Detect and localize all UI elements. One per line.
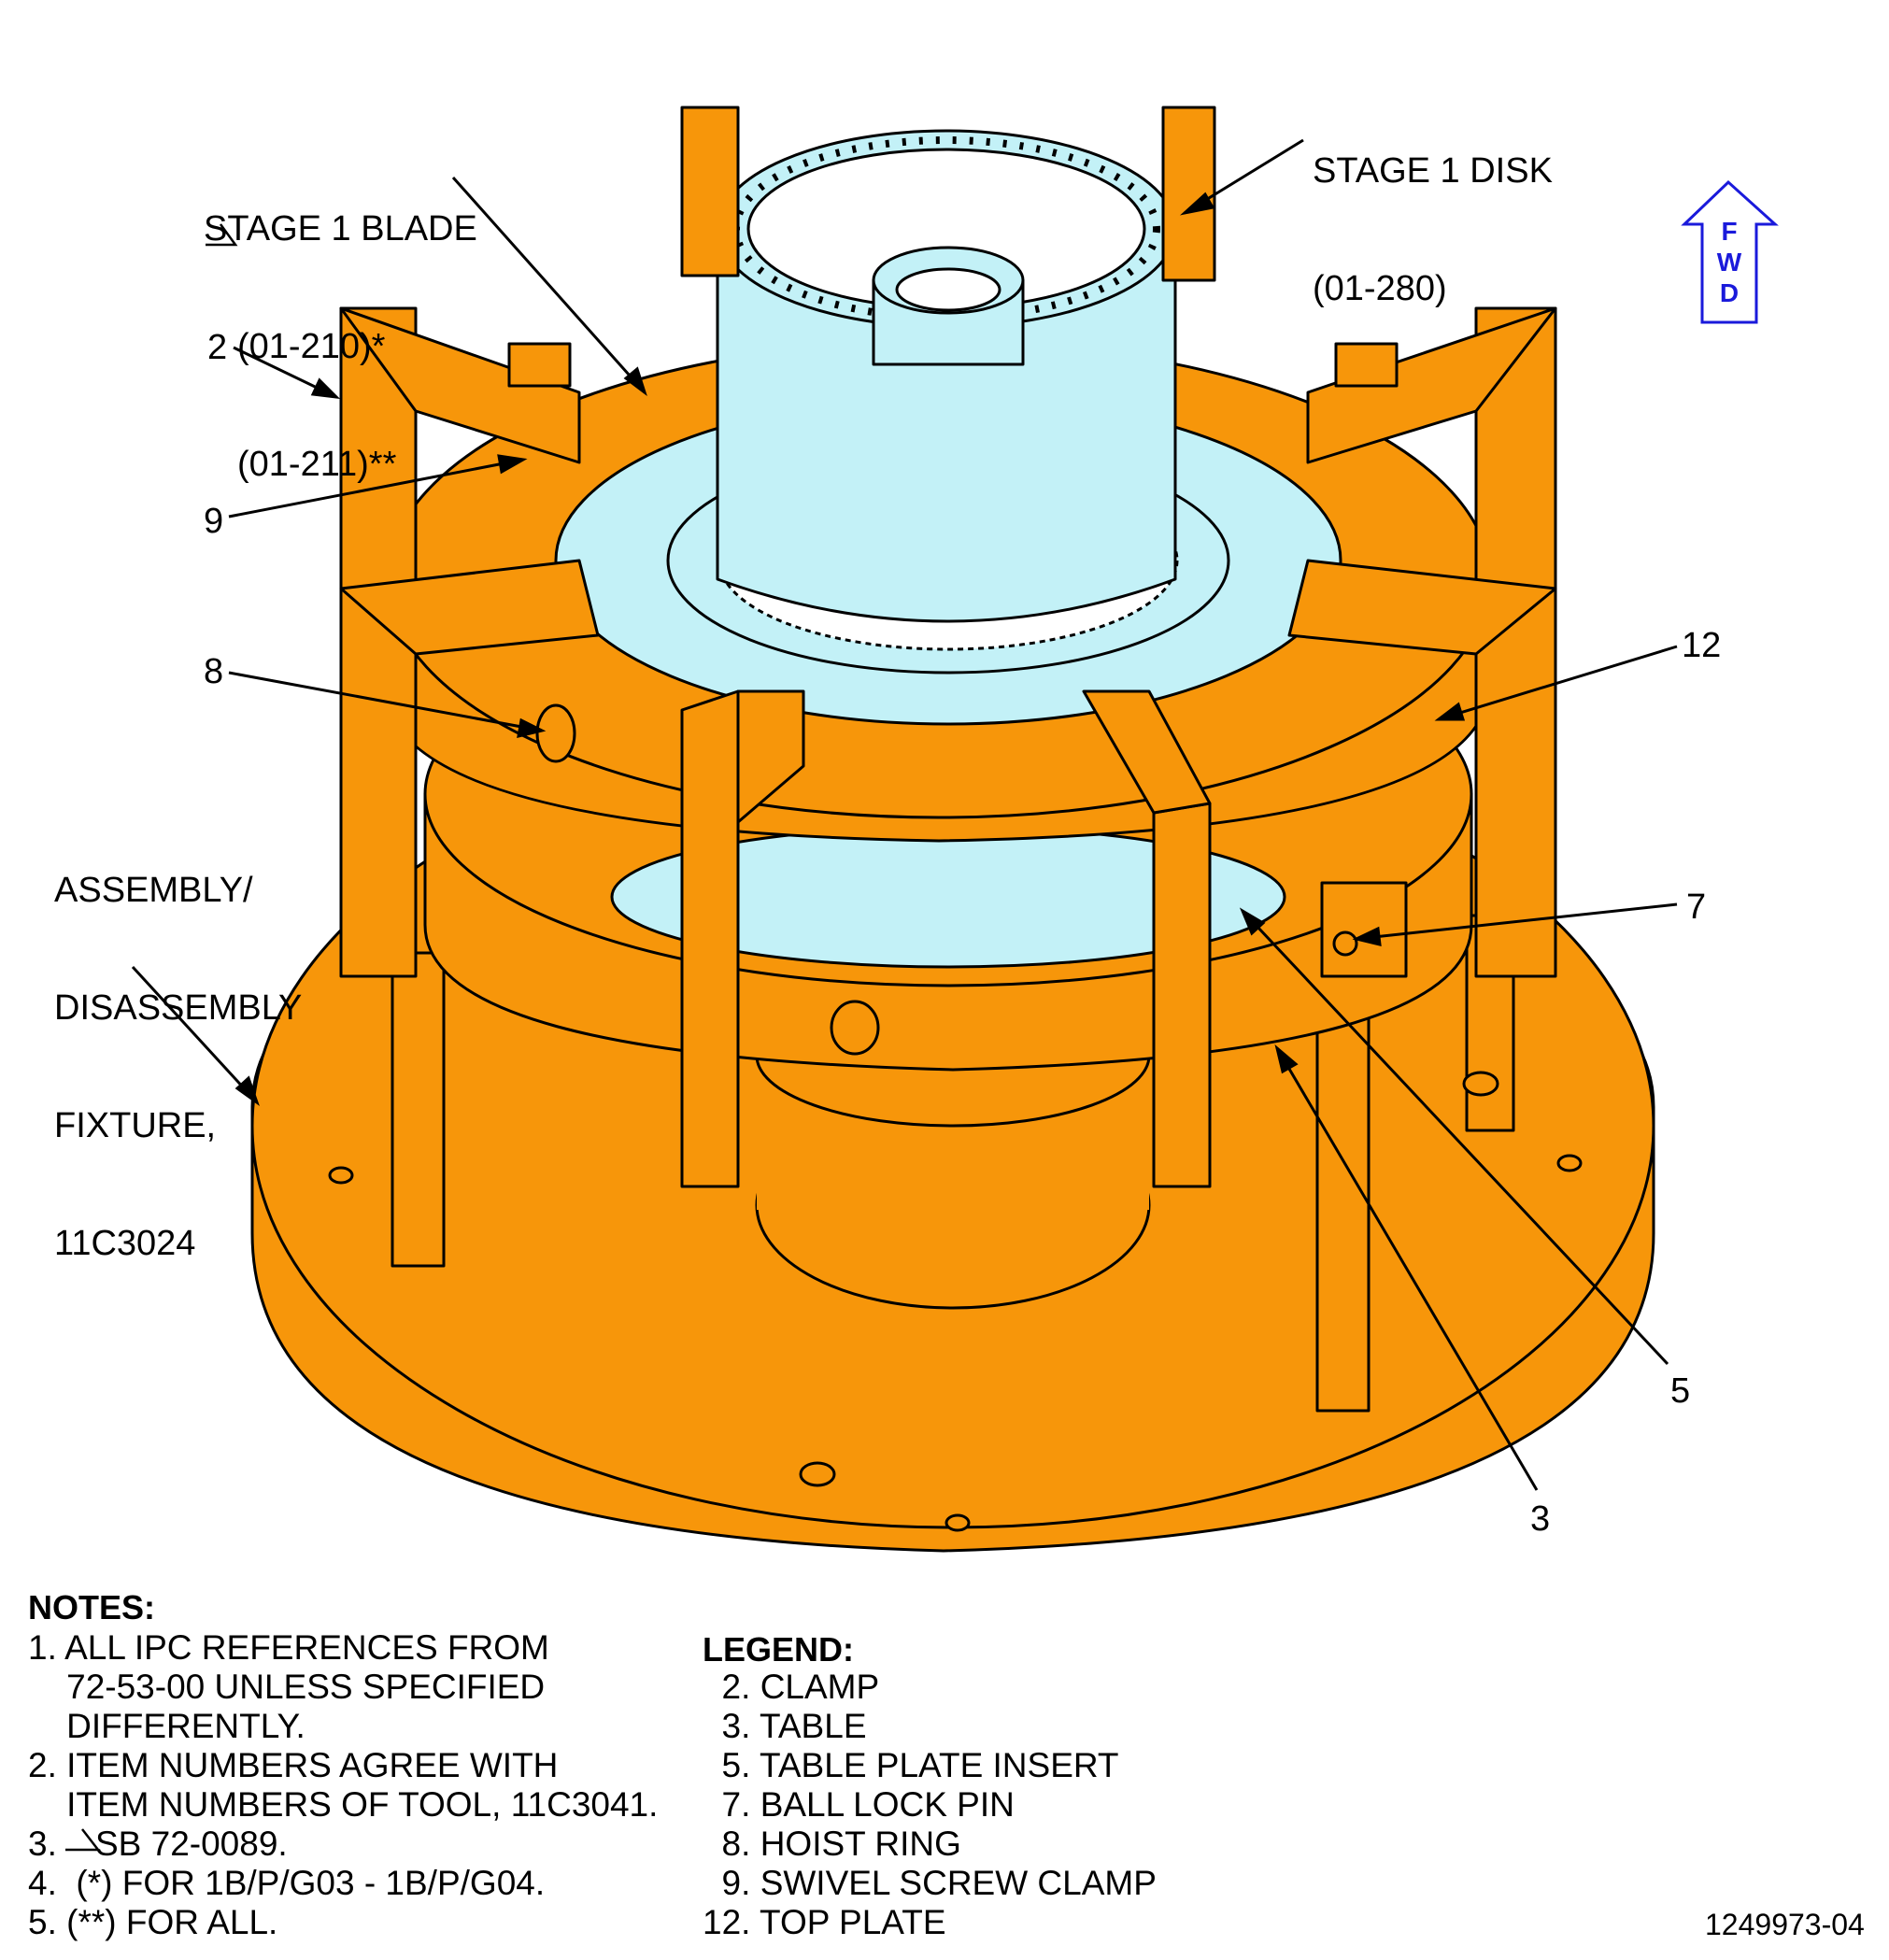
note-line: DIFFERENTLY. — [28, 1707, 305, 1745]
legend-line: 9. SWIVEL SCREW CLAMP — [703, 1864, 1157, 1902]
notes-heading: NOTES: — [28, 1588, 156, 1626]
callout-stage1-blade-ref2: (01-211)** — [237, 445, 397, 484]
clamp-left-rear — [339, 306, 418, 978]
callout-fixture-line3: FIXTURE, — [54, 1106, 217, 1145]
clamp-front-left — [680, 689, 740, 1188]
callout-item-8: 8 — [204, 652, 224, 691]
figure-number: 1249973-04 — [1705, 1908, 1865, 1941]
callout-item-2: 2 — [207, 328, 228, 367]
fwd-letter-w: W — [1716, 248, 1742, 277]
revision-mark-blade — [206, 223, 238, 247]
callout-stage1-blade-ref1: (01-210)* — [237, 327, 386, 366]
legend-line: 3. TABLE — [703, 1707, 867, 1745]
legend-line: 8. HOIST RING — [703, 1825, 961, 1863]
fwd-arrow — [1681, 179, 1779, 324]
clamp-front-right — [1152, 802, 1212, 1188]
note-line: 5. (**) FOR ALL. — [28, 1903, 278, 1941]
callout-fixture: ASSEMBLY/ DISASSEMBLY FIXTURE, 11C3024 — [54, 792, 302, 1302]
legend-line: 7. BALL LOCK PIN — [703, 1785, 1015, 1824]
note-line: ITEM NUMBERS OF TOOL, 11C3041. — [28, 1785, 659, 1824]
fwd-letter-d: D — [1719, 278, 1740, 307]
callout-item-7: 7 — [1686, 888, 1707, 927]
callout-stage1-blade: STAGE 1 BLADE (01-210)* (01-211)** — [204, 131, 477, 523]
legend-heading: LEGEND: — [703, 1630, 854, 1669]
callout-fixture-line4: 11C3024 — [54, 1224, 196, 1263]
callout-fixture-line2: DISASSEMBLY — [54, 988, 303, 1028]
note-line: 2. ITEM NUMBERS AGREE WITH — [28, 1746, 559, 1784]
note-line: 3. SB 72-0089. — [28, 1825, 288, 1863]
legend-line: 2. CLAMP — [703, 1668, 880, 1706]
clamp-right-rear — [1474, 306, 1557, 978]
callout-stage1-blade-name: STAGE 1 BLADE — [204, 209, 477, 249]
fwd-letter-f: F — [1721, 217, 1738, 246]
callout-item-12: 12 — [1682, 626, 1722, 665]
note-line: 4. (*) FOR 1B/P/G03 - 1B/P/G04. — [28, 1864, 546, 1902]
legend-line: 12. TOP PLATE — [703, 1903, 946, 1941]
callout-stage1-disk-name: STAGE 1 DISK — [1313, 151, 1553, 191]
callout-stage1-disk-ref: (01-280) — [1313, 269, 1447, 308]
note-line: 1. ALL IPC REFERENCES FROM — [28, 1628, 549, 1667]
callout-stage1-disk: STAGE 1 DISK (01-280) — [1313, 73, 1553, 348]
callout-item-5: 5 — [1670, 1371, 1691, 1411]
callout-item-3: 3 — [1530, 1499, 1551, 1539]
note-line: 72-53-00 UNLESS SPECIFIED — [28, 1668, 546, 1706]
callout-item-9: 9 — [204, 502, 224, 541]
legend-line: 5. TABLE PLATE INSERT — [703, 1746, 1119, 1784]
revision-mark-note — [65, 1828, 101, 1852]
callout-fixture-line1: ASSEMBLY/ — [54, 871, 253, 910]
